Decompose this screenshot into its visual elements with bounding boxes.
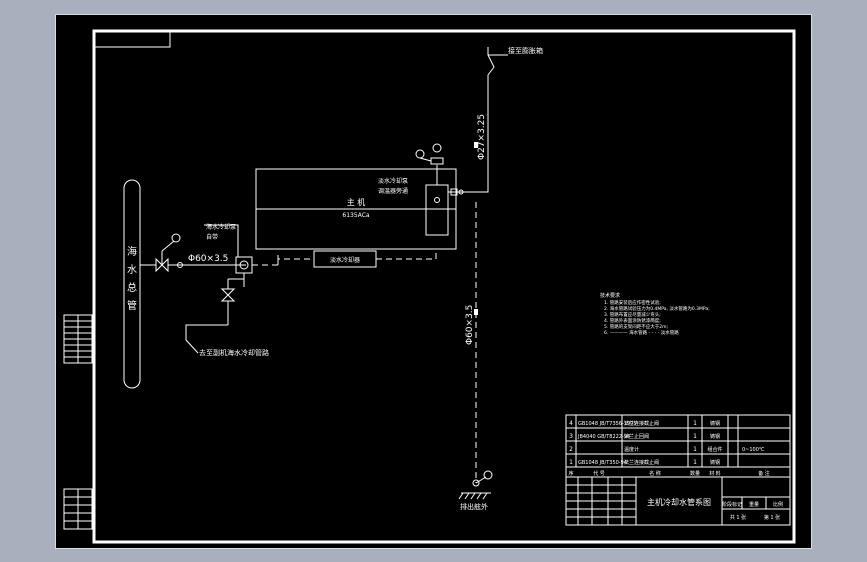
notes-line: 1. 管路安装后应作密性试验; [604, 299, 661, 306]
to-aux-label: 去至副机海水冷却管路 [199, 348, 269, 357]
notes-line: 2. 海水管路试验压力为0.4MPa, 淡水管路为0.3MPa; [604, 305, 710, 312]
sea-main-label-2: 水 [127, 264, 137, 276]
bom-header: 材 料 [709, 470, 721, 477]
bom-header: 名 称 [649, 470, 661, 477]
pipe-size-side-label: Φ60×3.5 [465, 305, 475, 345]
freshwater-pump-label: 淡水冷却泵 [378, 177, 408, 185]
bom-cell: 1 [693, 459, 697, 466]
bom-cell: 法兰连接截止阀 [624, 459, 659, 466]
bom-cell: 法兰连接截止阀 [624, 420, 659, 427]
bom-cell: 法兰止回阀 [624, 433, 649, 440]
title-block: 主机冷却水管系图 阶段标记 重量 比例 共 1 张 第 1 张 [565, 476, 791, 526]
sea-water-main: 海 水 总 管 [123, 179, 141, 389]
drawing-sheet: .w { stroke:#fff; fill:none; stroke-widt… [55, 14, 812, 549]
bom-cell: 铸钢 [710, 420, 720, 427]
seawater-pump-sub-label: 自带 [206, 233, 218, 241]
pipe-size-top-label: Φ27×3.25 [477, 114, 487, 160]
scale-label: 比例 [773, 501, 783, 508]
sea-main-label-1: 海 [127, 245, 137, 258]
seawater-pump-label: 海水冷却泵 [206, 223, 236, 231]
stage-label: 阶段标记 [722, 501, 742, 508]
engine-label: 主 机 [347, 197, 366, 207]
bom-cell: GB1048 JB/T7356-1995 [578, 421, 637, 427]
bom-cell: GB1048 JB/T350-94 [578, 460, 627, 466]
sheet-label: 第 1 张 [764, 514, 780, 521]
bom-header: 数量 [690, 470, 700, 477]
seawater-pump: 海水冷却泵 自带 [204, 223, 279, 287]
notes-line: 6. ———— 海水管路 - - - - 淡水管路 [604, 329, 679, 336]
bom-cell: 4 [569, 420, 573, 427]
bom-cell: 0~100℃ [742, 447, 765, 453]
notes-line: 4. 管路外表面涂防锈漆两度; [604, 317, 661, 324]
pipe-size-sea-label: Φ60×3.5 [188, 254, 228, 264]
bom-cell: 3 [569, 433, 573, 440]
engine-model-label: 6135ACa [342, 212, 369, 219]
stop-valve-icon [155, 257, 169, 273]
bom-header: 备 注 [758, 470, 770, 477]
main-engine: 主 机 6135ACa [255, 168, 457, 250]
bom-cell: 组合件 [707, 446, 722, 453]
notes-line: 5. 管路的支架间距不应大于2m; [604, 323, 668, 330]
weight-label: 重量 [749, 501, 759, 508]
bom-cell: 1 [569, 459, 573, 466]
overboard-discharge: Φ60×3.5 排出舷外 [458, 202, 493, 511]
aux-branch: 去至副机海水冷却管路 [185, 278, 269, 357]
bom-cell: 1 [693, 433, 697, 440]
cooler-label: 淡水冷却器 [330, 256, 360, 264]
technical-notes: 技术要求 1. 管路安装后应作密性试验; 2. 海水管路试验压力为0.4MPa,… [600, 292, 710, 336]
drawing-title: 主机冷却水管系图 [647, 497, 711, 507]
notes-line: 3. 管路布置应尽量减少弯头; [604, 311, 661, 318]
to-expansion-label: 接至膨胀箱 [508, 46, 543, 55]
sea-main-label-4: 管 [127, 299, 137, 312]
bom-cell: 1 [693, 446, 697, 453]
bom-cell: 铸钢 [710, 459, 720, 466]
drawing-frame [92, 29, 796, 544]
thermostat-label: 调温器旁通 [378, 187, 408, 195]
sea-suction-line: Φ60×3.5 [140, 233, 246, 273]
notes-title: 技术要求 [600, 292, 620, 299]
sea-main-label-3: 总 [127, 281, 137, 294]
sheets-label: 共 1 张 [730, 514, 746, 521]
bom-table: 4 GB1048 JB/T7356-1995 法兰连接截止阀 1 铸钢 3 JB… [565, 414, 791, 478]
bom-header: 序 [568, 470, 573, 477]
bom-cell: 2 [569, 446, 573, 453]
left-binding-strip [63, 314, 93, 530]
expansion-riser: 接至膨胀箱 Φ27×3.25 [474, 46, 543, 193]
overboard-label: 排出舷外 [460, 502, 488, 511]
bom-header: 代 号 [593, 470, 605, 477]
bom-cell: JB4040 GB/T8222-94 [577, 434, 630, 440]
bom-cell: 铸钢 [710, 433, 720, 440]
bom-cell: 温度计 [624, 446, 639, 453]
bom-cell: 1 [693, 420, 697, 427]
drawing-canvas: .w { stroke:#fff; fill:none; stroke-widt… [63, 29, 796, 544]
freshwater-pump-unit: 淡水冷却泵 调温器旁通 [378, 143, 476, 236]
fresh-water-cooler: 淡水冷却器 [277, 250, 437, 268]
branch-valve-icon [220, 288, 236, 302]
